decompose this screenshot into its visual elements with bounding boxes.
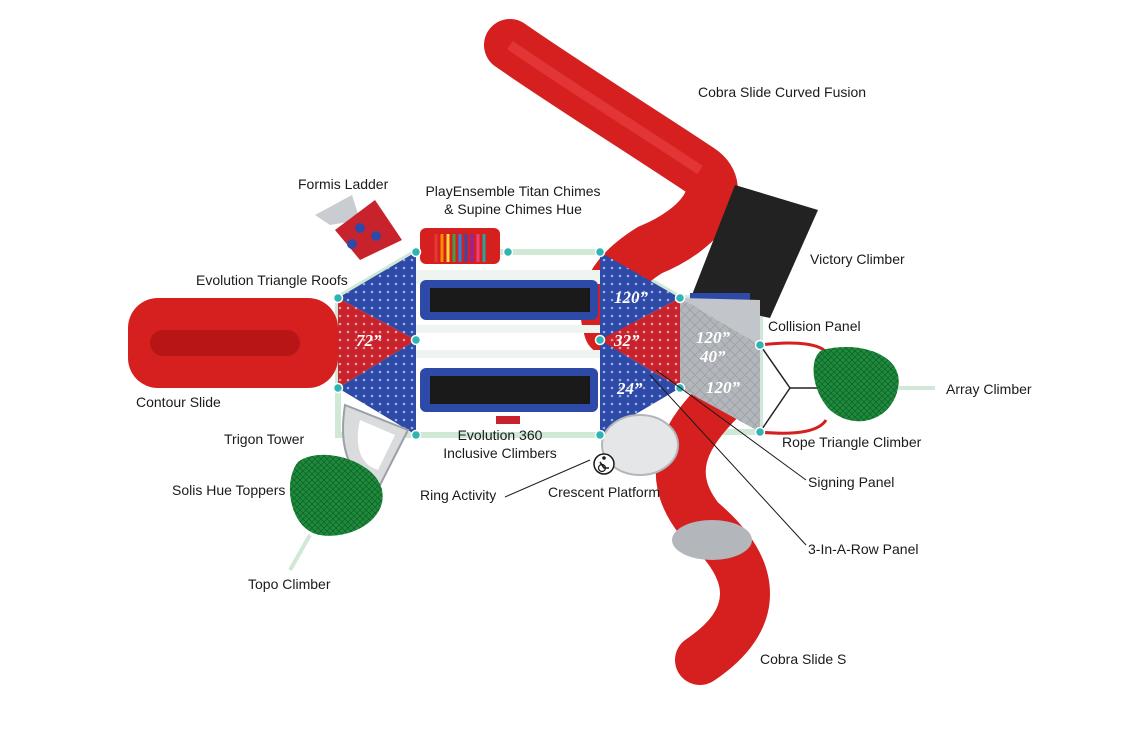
label-3-in-a-row-panel: 3-In-A-Row Panel bbox=[808, 541, 919, 557]
evolution-triangle-roofs-right bbox=[600, 252, 680, 435]
cobra-slide-s bbox=[655, 375, 770, 685]
label-collision-panel: Collision Panel bbox=[768, 318, 861, 334]
array-climber bbox=[813, 346, 935, 422]
posts bbox=[332, 246, 766, 441]
label-evolution-360-line1: Evolution 360 bbox=[457, 427, 543, 443]
label-topo-climber: Topo Climber bbox=[248, 576, 331, 592]
dim-32: 32” bbox=[613, 331, 640, 350]
label-formis-ladder: Formis Ladder bbox=[298, 176, 389, 192]
dim-120-mid: 120” bbox=[696, 328, 731, 347]
dim-120-top: 120” bbox=[614, 288, 649, 307]
label-ring-activity: Ring Activity bbox=[420, 487, 497, 503]
label-crescent-platform: Crescent Platform bbox=[548, 484, 661, 500]
leader-lines bbox=[504, 369, 807, 546]
gray-deck bbox=[680, 298, 760, 432]
solis-topo-climber bbox=[288, 454, 383, 571]
label-array-climber: Array Climber bbox=[946, 381, 1032, 397]
formis-ladder bbox=[315, 195, 402, 260]
label-signing-panel: Signing Panel bbox=[808, 474, 895, 490]
label-evolution-triangle-roofs: Evolution Triangle Roofs bbox=[196, 272, 348, 288]
label-contour-slide: Contour Slide bbox=[136, 394, 221, 410]
dim-72: 72” bbox=[356, 331, 382, 350]
label-trigon-tower: Trigon Tower bbox=[224, 431, 305, 447]
crescent-platform bbox=[601, 414, 679, 476]
label-chimes-line1: PlayEnsemble Titan Chimes bbox=[425, 183, 601, 199]
evolution-triangle-roofs-left bbox=[338, 252, 416, 435]
label-cobra-slide-s: Cobra Slide S bbox=[760, 651, 847, 667]
label-chimes-line2: & Supine Chimes Hue bbox=[444, 201, 582, 217]
label-victory-climber: Victory Climber bbox=[810, 251, 905, 267]
playensemble-chimes bbox=[420, 228, 500, 264]
rope-triangle-climber bbox=[759, 341, 828, 435]
evolution-360-climbers bbox=[416, 270, 600, 424]
label-evolution-360-line2: Inclusive Climbers bbox=[443, 445, 557, 461]
dim-40: 40” bbox=[699, 347, 726, 366]
wheelchair-accessible-icon bbox=[593, 453, 615, 475]
label-solis-hue-toppers: Solis Hue Toppers bbox=[172, 482, 286, 498]
label-rope-triangle-climber: Rope Triangle Climber bbox=[782, 434, 922, 450]
contour-slide bbox=[128, 298, 338, 388]
dim-24: 24” bbox=[616, 379, 643, 398]
label-cobra-slide-curved-fusion: Cobra Slide Curved Fusion bbox=[698, 84, 867, 100]
dim-120-bottom: 120” bbox=[706, 378, 741, 397]
